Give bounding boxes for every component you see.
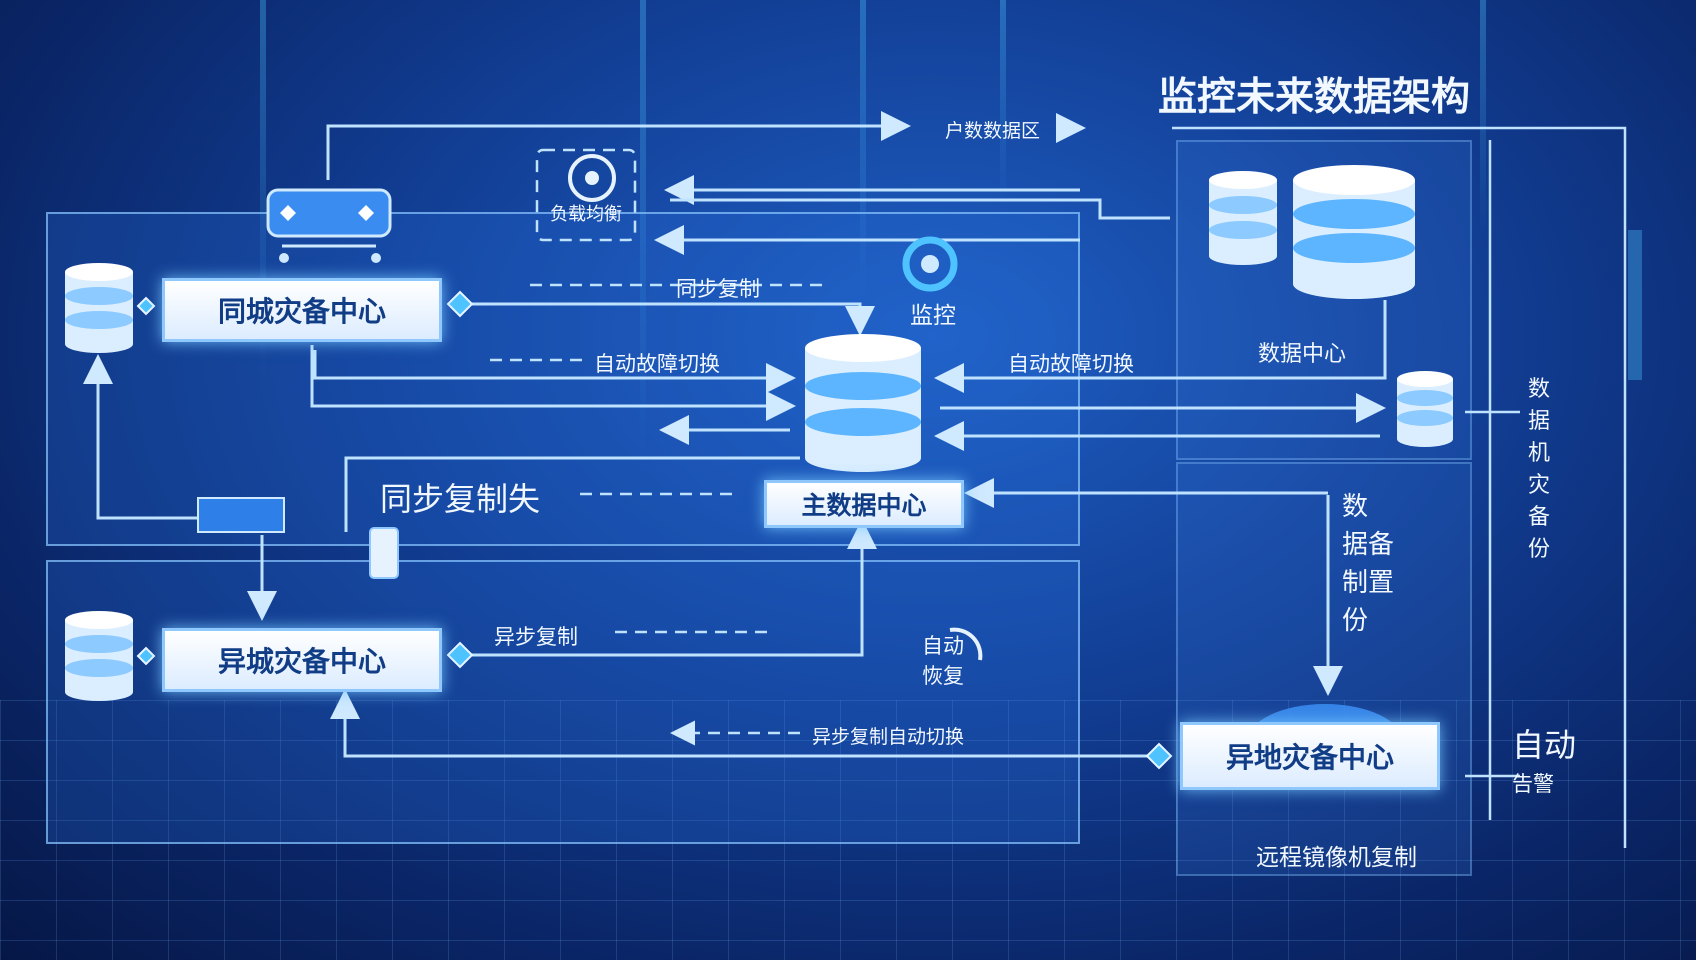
same-city-dr-center[interactable]: 同城灾备中心	[162, 278, 442, 342]
light-streak	[1000, 0, 1006, 200]
auto-recover-label-1: 自动	[922, 634, 964, 658]
primary-data-center[interactable]: 主数据中心	[764, 480, 964, 528]
light-streak	[1480, 0, 1486, 240]
auto-recover-label-2: 恢复	[922, 664, 964, 688]
monitor-label: 监控	[910, 303, 956, 329]
load-balancer-label: 负载均衡	[550, 204, 622, 225]
remote-replication-label: 远程镜像机复制	[1256, 845, 1417, 871]
database-icon	[65, 611, 133, 701]
bottom-left-panel	[46, 560, 1080, 844]
other-city-dr-center[interactable]: 异城灾备中心	[162, 628, 442, 692]
load-balancer-device	[266, 188, 392, 263]
user-data-area-label: 户数数据区	[945, 120, 1041, 142]
auto-alarm-label-2: 告警	[1512, 772, 1554, 796]
light-streak	[640, 0, 646, 460]
database-icon	[65, 263, 133, 353]
page-title: 监控未来数据架构	[1158, 75, 1471, 120]
light-streak	[260, 0, 266, 380]
auto-alarm-label-1: 自动	[1512, 726, 1577, 764]
sync-loss-label: 同步复制失	[380, 480, 541, 518]
middle-vertical-text: 数 据备 制置 份	[1342, 492, 1395, 636]
light-streak	[860, 0, 866, 300]
async-copy-label: 异步复制	[494, 625, 578, 649]
auto-failover-right-label: 自动故障切换	[1008, 352, 1134, 376]
data-center-label: 数据中心	[1258, 342, 1347, 367]
async-auto-switch-label: 异步复制自动切换	[812, 726, 965, 748]
remote-dr-center[interactable]: 异地灾备中心	[1180, 722, 1440, 790]
primary-database-icon	[805, 334, 921, 472]
sync-copy-label: 同步复制	[676, 277, 760, 301]
right-vertical-text: 数 据 机 灾 备 份	[1528, 377, 1551, 562]
auto-failover-left-label: 自动故障切换	[594, 352, 720, 376]
database-icon	[1209, 171, 1277, 265]
database-icon	[1397, 371, 1453, 447]
data-center-database-icon	[1293, 165, 1415, 299]
